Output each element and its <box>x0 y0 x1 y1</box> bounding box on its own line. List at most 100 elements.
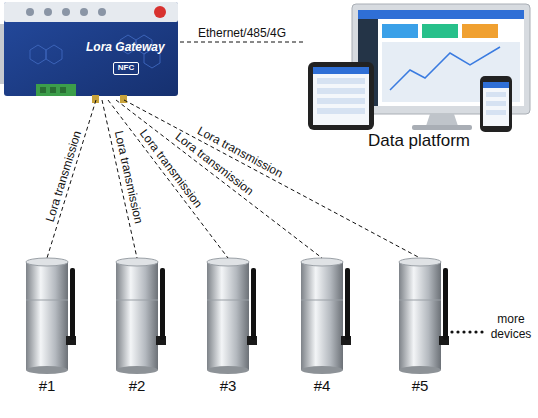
device-number: #2 <box>107 378 167 395</box>
data-platform: Data platform <box>304 2 534 152</box>
sensor-cylinder-part <box>160 268 165 340</box>
continuation-dots-part <box>450 330 453 333</box>
sensor-cylinder-part <box>116 258 158 266</box>
sensor-device: #1 <box>17 258 77 400</box>
sensor-cylinder-part <box>345 268 350 340</box>
sensor-cylinder-part <box>26 366 68 374</box>
sensor-cylinder-part <box>207 258 249 266</box>
continuation-dots-part <box>480 330 483 333</box>
phone-illustration-part <box>483 82 509 126</box>
sensor-cylinder-part <box>70 268 75 340</box>
sensor-cylinder <box>26 258 76 374</box>
sensor-cylinder-part <box>443 268 448 340</box>
gateway-illustration-part <box>60 87 66 93</box>
link-label: Lora transmission <box>112 130 144 225</box>
sensor-cylinder-part <box>26 262 68 370</box>
monitor-illustration-part <box>462 24 498 38</box>
phone-illustration <box>480 76 512 132</box>
more-devices-note: more devices <box>484 312 538 342</box>
device-number: #1 <box>17 378 77 395</box>
phone-illustration-part <box>486 110 506 115</box>
platform-caption: Data platform <box>304 132 534 151</box>
sensor-cylinder-part <box>207 366 249 374</box>
gateway-illustration-part <box>120 95 127 103</box>
phone-illustration-part <box>486 92 506 97</box>
dashed-link <box>180 42 304 43</box>
link-label: Lora transmission <box>43 129 83 223</box>
sensor-cylinder-part <box>207 300 249 301</box>
phone-illustration-part <box>486 101 506 106</box>
monitor-illustration-part <box>426 114 458 126</box>
tablet-illustration-part <box>317 98 365 104</box>
sensor-cylinder-part <box>26 300 68 301</box>
gateway-illustration-part <box>36 84 76 96</box>
sensor-cylinder-part <box>116 300 158 301</box>
link-label: Ethernet/485/4G <box>198 27 286 39</box>
monitor-illustration-part <box>382 42 520 102</box>
sensor-cylinder-part <box>399 300 441 301</box>
device-number: #4 <box>292 378 352 395</box>
sensor-cylinder-part <box>301 366 343 374</box>
sensor-cylinder-part <box>116 262 158 370</box>
gateway-illustration-part <box>4 2 178 22</box>
sensor-cylinder-part <box>399 258 441 266</box>
sensor-cylinder-part <box>399 366 441 374</box>
device-number: #3 <box>198 378 258 395</box>
link-label: Lora transmission <box>138 127 205 210</box>
gateway-illustration-part <box>154 6 166 18</box>
sensor-cylinder-part <box>301 258 343 266</box>
sensor-device: #4 <box>292 258 352 400</box>
gateway-device: Lora GatewayNFC <box>0 0 180 100</box>
continuation-dots-part <box>474 330 477 333</box>
continuation-dots-part <box>462 330 465 333</box>
sensor-device: #5 <box>390 258 450 400</box>
continuation-dots-part <box>456 330 459 333</box>
phone-illustration-part <box>480 76 512 132</box>
gateway-illustration <box>0 2 178 103</box>
sensor-cylinder-part <box>251 268 256 340</box>
sensor-cylinder <box>301 258 351 374</box>
tablet-illustration-part <box>308 62 374 130</box>
sensor-device: #3 <box>198 258 258 400</box>
gateway-illustration-part <box>4 2 178 96</box>
device-name: Lora Gateway <box>86 41 176 54</box>
sensor-device: #2 <box>107 258 167 400</box>
gateway-illustration-part <box>50 87 56 93</box>
sensor-cylinder <box>207 258 257 374</box>
gateway-illustration-part <box>98 8 106 16</box>
sensor-illustrations <box>26 258 449 374</box>
gateway-illustration-part <box>80 8 88 16</box>
continuation-dots <box>450 330 483 333</box>
sensor-cylinder-part <box>301 300 343 301</box>
monitor-illustration-part <box>422 24 458 38</box>
sensor-cylinder-part <box>301 262 343 370</box>
dashed-link <box>116 100 322 258</box>
gateway-illustration-part <box>62 8 70 16</box>
monitor-illustration-part <box>382 24 418 38</box>
sensor-cylinder <box>116 258 166 374</box>
dashed-link <box>124 100 420 258</box>
sensor-cylinder-part <box>116 366 158 374</box>
monitor-illustration <box>352 4 530 130</box>
gateway-illustration-part <box>26 8 34 16</box>
sensor-cylinder <box>399 258 449 374</box>
monitor-illustration-part <box>358 10 524 19</box>
tablet-illustration-part <box>313 67 369 125</box>
phone-illustration-part <box>483 82 509 88</box>
tablet-illustration-part <box>313 67 369 74</box>
sensor-cylinder-part <box>207 262 249 370</box>
device-number: #5 <box>390 378 450 395</box>
nfc-badge: NFC <box>113 62 139 75</box>
dashed-link <box>47 100 96 258</box>
continuation-dots-part <box>468 330 471 333</box>
tablet-illustration-part <box>317 78 365 84</box>
monitor-illustration-part <box>412 125 472 130</box>
sensor-cylinder-part <box>399 262 441 370</box>
tablet-illustration-part <box>317 88 365 94</box>
sensor-cylinder-part <box>26 258 68 266</box>
gateway-illustration-part <box>44 8 52 16</box>
tablet-illustration-part <box>317 108 365 114</box>
